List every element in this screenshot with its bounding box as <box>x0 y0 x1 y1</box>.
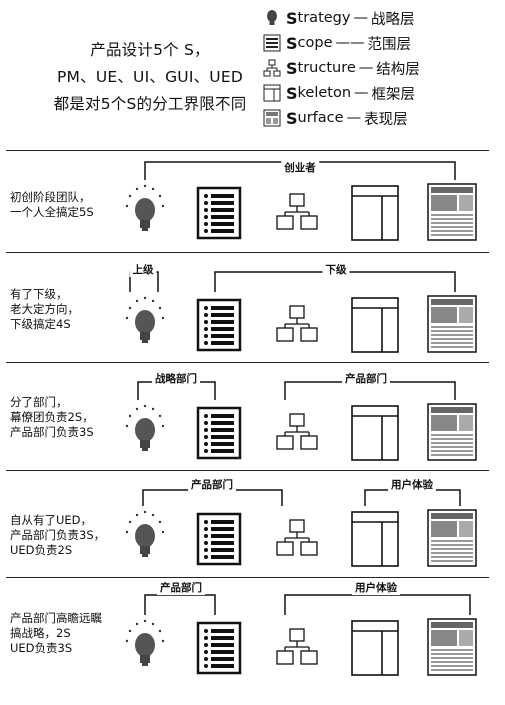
bracket-label: 战略部门 <box>152 371 200 386</box>
page-icon <box>427 295 477 353</box>
bracket-label: 产品部门 <box>342 371 390 386</box>
title-line-2: PM、UE、UI、GUI、UED <box>57 68 243 86</box>
row-diagram <box>125 489 477 567</box>
frame-icon <box>351 620 399 676</box>
bracket-line <box>144 594 216 615</box>
list-icon <box>196 186 242 240</box>
row-diagram <box>125 161 477 241</box>
bracket-line <box>364 489 461 506</box>
list-icon <box>262 33 282 53</box>
frame-icon <box>351 185 399 241</box>
bracket-label: 下级 <box>322 262 350 277</box>
list-icon <box>196 512 242 566</box>
row-diagram <box>125 594 477 676</box>
lightbulb-icon <box>125 619 165 666</box>
row-diagram <box>125 271 477 353</box>
frame-icon <box>351 297 399 353</box>
separator <box>6 470 489 471</box>
title-line-1: 产品设计5个 S， <box>90 41 210 59</box>
bracket-label: 上级 <box>129 262 157 277</box>
tree-icon <box>276 519 318 556</box>
page-icon <box>427 618 477 676</box>
bracket-label: 产品部门 <box>188 477 236 492</box>
page-icon <box>427 509 477 567</box>
bracket-label: 产品部门 <box>157 580 205 595</box>
row-description: 有了下级，老大定方向，下级搞定4S <box>10 287 79 331</box>
tree-icon <box>276 193 318 230</box>
frame-icon <box>351 511 399 567</box>
row-description: 自从有了UED，产品部门负责3S，UED负责2S <box>10 513 106 557</box>
bracket-label: 用户体验 <box>352 580 400 595</box>
row-diagram <box>125 381 477 461</box>
tree-icon <box>276 628 318 665</box>
separator <box>6 150 489 151</box>
separator <box>6 362 489 363</box>
page-icon <box>262 108 282 128</box>
tree-icon <box>276 305 318 342</box>
lightbulb-icon <box>125 184 165 231</box>
bracket-label: 用户体验 <box>388 477 436 492</box>
separator <box>6 252 489 253</box>
frame-icon <box>262 83 282 103</box>
lightbulb-icon <box>125 404 165 451</box>
row-description: 分了部门，幕僚团负责2S，产品部门负责3S <box>10 395 94 439</box>
separator <box>6 577 489 578</box>
bracket-line <box>142 489 283 506</box>
list-icon <box>196 406 242 460</box>
bracket-line <box>284 594 471 615</box>
list-icon <box>196 298 242 352</box>
frame-icon <box>351 405 399 461</box>
list-icon <box>196 621 242 675</box>
tree-icon <box>276 413 318 450</box>
row-description: 初创阶段团队，一个人全搞定5S <box>10 190 94 219</box>
lightbulb-icon <box>125 510 165 557</box>
title-line-3: 都是对5个S的分工界限不同 <box>53 95 247 113</box>
lightbulb-icon <box>125 296 165 343</box>
page-icon <box>427 183 477 241</box>
bracket-label: 创业者 <box>281 160 319 175</box>
lightbulb-icon <box>262 8 282 28</box>
page-icon <box>427 403 477 461</box>
tree-icon <box>262 58 282 78</box>
